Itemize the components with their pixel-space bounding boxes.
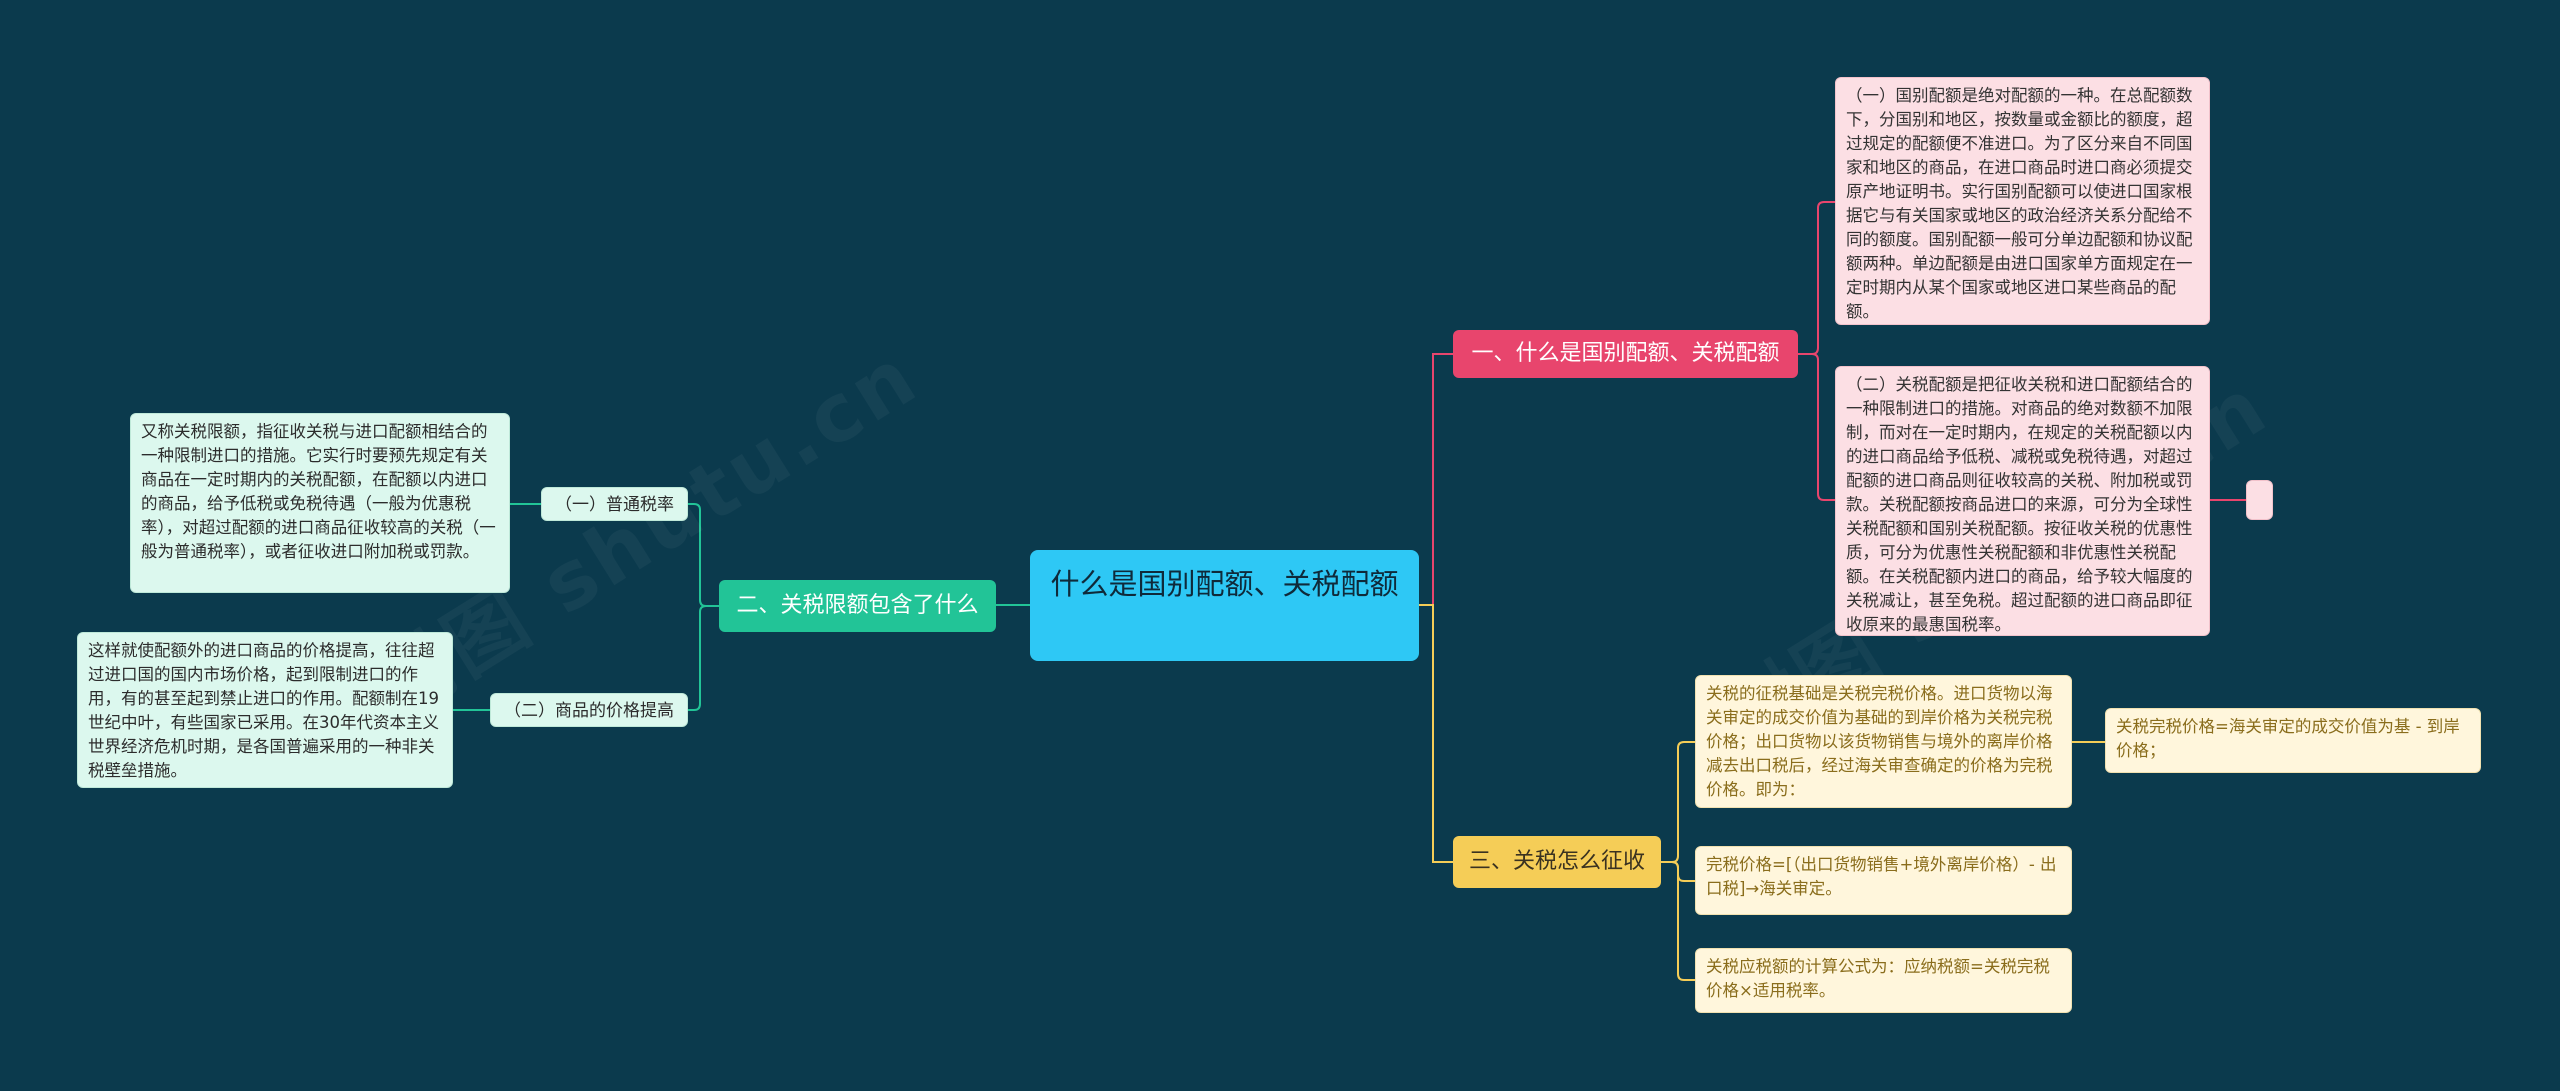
sub-price-increase[interactable]: （二）商品的价格提高 (490, 693, 688, 727)
connector-root-branch3 (1419, 604, 1453, 863)
leaf-duty-paid-price[interactable]: 完税价格=[（出口货物销售+境外离岸价格）- 出口税]→海关审定。 (1695, 846, 2072, 915)
leaf-country-quota[interactable]: （一）国别配额是绝对配额的一种。在总配额数下，分国别和地区，按数量或金额比的额度… (1835, 77, 2210, 325)
connector-branch1-leaf1 (1798, 201, 1835, 355)
branch-quota-definition[interactable]: 一、什么是国别配额、关税配额 (1453, 330, 1798, 378)
branch-tariff-collection[interactable]: 三、关税怎么征收 (1453, 836, 1661, 888)
branch-tariff-limit[interactable]: 二、关税限额包含了什么 (719, 580, 996, 632)
leaf-tariff-quota[interactable]: （二）关税配额是把征收关税和进口配额结合的一种限制进口的措施。对商品的绝对数额不… (1835, 366, 2210, 636)
text-price-increase[interactable]: 这样就使配额外的进口商品的价格提高，往往超过进口国的国内市场价格，起到限制进口的… (77, 632, 453, 788)
sub-normal-tax-rate[interactable]: （一）普通税率 (541, 487, 688, 521)
connector-branch3-leaf3 (1661, 861, 1695, 981)
connector-branch3-leaf1 (1661, 741, 1695, 863)
text-normal-tax-rate[interactable]: 又称关税限额，指征收关税与进口配额相结合的一种限制进口的措施。它实行时要预先规定… (130, 413, 510, 593)
connector-root-branch1 (1419, 353, 1453, 606)
leaf-taxable-base-formula[interactable]: 关税完税价格=海关审定的成交价值为基 - 到岸价格； (2105, 708, 2481, 773)
connector-branch1-leaf2 (1798, 353, 1835, 501)
leaf-taxable-base[interactable]: 关税的征税基础是关税完税价格。进口货物以海关审定的成交价值为基础的到岸价格为关税… (1695, 675, 2072, 808)
leaf-tax-calculation[interactable]: 关税应税额的计算公式为：应纳税额=关税完税价格×适用税率。 (1695, 948, 2072, 1013)
root-topic[interactable]: 什么是国别配额、关税配额 (1030, 550, 1419, 661)
empty-node[interactable] (2246, 480, 2273, 520)
connector-branch2-sub2 (688, 605, 719, 711)
